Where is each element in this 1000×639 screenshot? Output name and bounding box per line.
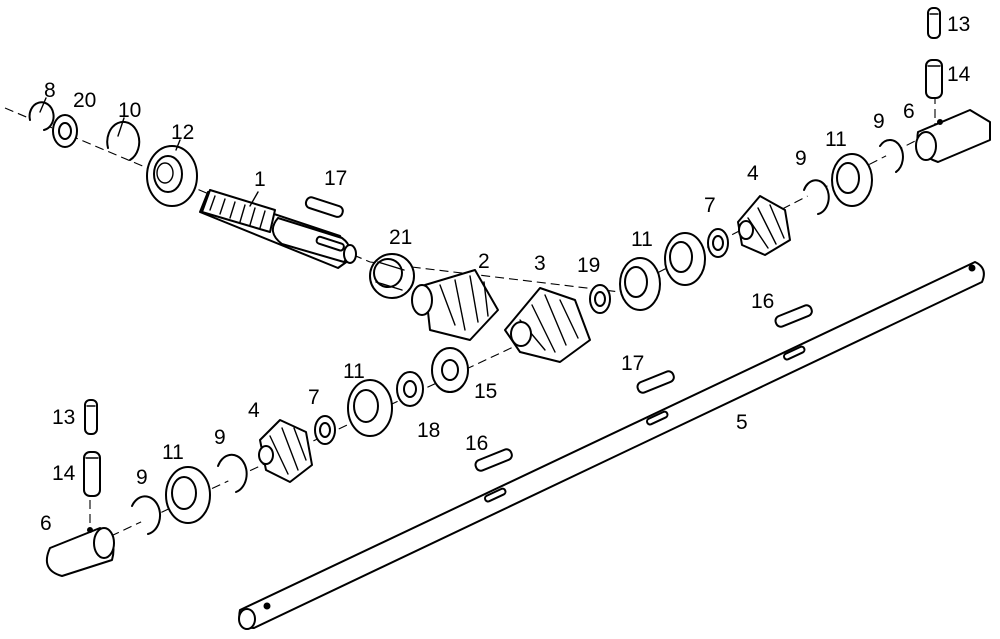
callout-4: 4 (248, 399, 260, 422)
callout-20: 20 (73, 89, 96, 112)
callout-15: 15 (474, 380, 497, 403)
snap-ring (217, 453, 248, 493)
callout-19: 19 (577, 254, 600, 277)
callout-12: 12 (171, 121, 194, 144)
callout-10: 10 (118, 99, 141, 122)
main-shaft (238, 261, 985, 630)
callout-6: 6 (903, 100, 915, 123)
callout-3: 3 (534, 252, 546, 275)
callout-11: 11 (631, 228, 653, 251)
callout-13: 13 (947, 13, 970, 36)
bevel-gear-2 (411, 269, 499, 341)
callout-14: 14 (947, 63, 971, 86)
bevel-gear-4 (259, 419, 313, 483)
callout-18: 18 (417, 419, 440, 442)
leader-lines (39, 97, 259, 207)
callout-5: 5 (736, 411, 748, 434)
callout-9: 9 (873, 110, 885, 133)
washer-19 (589, 284, 611, 314)
callout-7: 7 (704, 194, 716, 217)
callout-13: 13 (52, 406, 75, 429)
snap-ring (803, 179, 830, 215)
callout-7: 7 (308, 386, 320, 409)
callout-9: 9 (214, 426, 226, 449)
upper-right-chain (619, 109, 991, 311)
input-shaft (199, 189, 357, 269)
callout-4: 4 (747, 162, 759, 185)
bevel-gear-3 (504, 287, 591, 363)
callout-17: 17 (324, 167, 347, 190)
key-17 (636, 370, 675, 394)
callout-11: 11 (343, 360, 365, 383)
snap-ring (879, 139, 904, 173)
key-16 (774, 304, 813, 328)
callout-9: 9 (795, 147, 807, 170)
key-slot (483, 487, 507, 503)
callout-9: 9 (136, 466, 148, 489)
key-slot (782, 345, 806, 361)
callout-14: 14 (52, 462, 76, 485)
key-slot (645, 410, 669, 426)
callout-6: 6 (40, 512, 52, 535)
callout-21: 21 (389, 226, 412, 249)
bevel-gear-4 (737, 195, 791, 256)
key-16 (474, 448, 513, 472)
lower-left-pins (83, 399, 101, 497)
loose-keys (304, 196, 813, 472)
needle-bearing (369, 253, 415, 299)
callout-11: 11 (825, 128, 847, 151)
callout-labels: 1 2 3 4 4 5 6 6 7 7 8 9 9 9 9 10 11 11 1… (40, 13, 971, 535)
callout-16: 16 (465, 432, 488, 455)
snap-ring (106, 120, 141, 161)
roll-pin (83, 451, 101, 497)
callout-11: 11 (162, 441, 184, 464)
pin (84, 399, 98, 435)
callout-2: 2 (478, 250, 490, 273)
pin (927, 7, 941, 39)
snap-ring (131, 495, 162, 535)
lower-chain (46, 347, 469, 577)
callout-16: 16 (751, 290, 774, 313)
callout-1: 1 (254, 168, 266, 191)
upper-right-pins (925, 7, 943, 99)
upper-left-end-parts (28, 101, 198, 207)
key-17 (304, 196, 344, 218)
circlip (28, 101, 55, 131)
callout-17: 17 (621, 352, 644, 375)
callout-8: 8 (44, 79, 56, 102)
roll-pin (925, 59, 943, 99)
